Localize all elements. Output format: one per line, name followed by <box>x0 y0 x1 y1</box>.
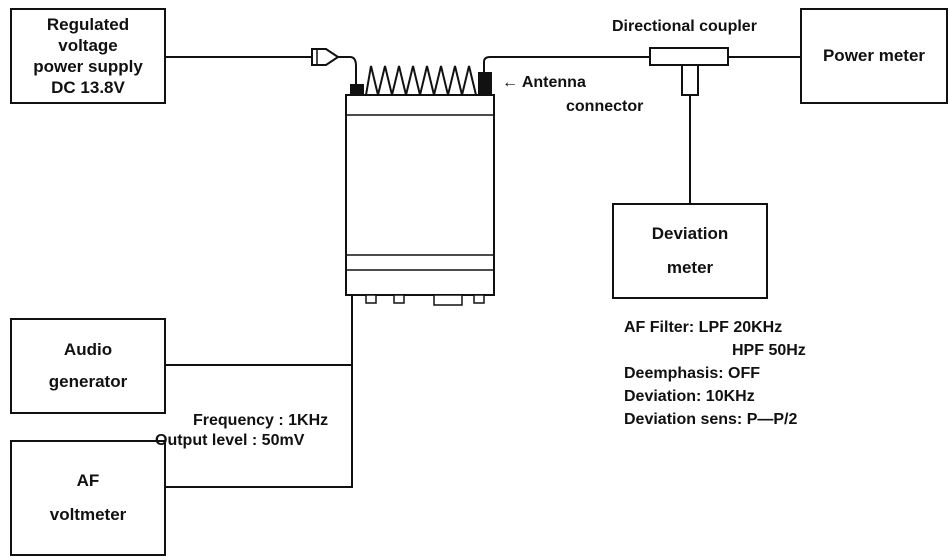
power-supply-label-4: DC 13.8V <box>51 78 125 98</box>
audio-generator-label-2: generator <box>48 372 128 391</box>
frequency-label: Frequency : 1KHz <box>193 412 329 429</box>
af-voltmeter-box: AF voltmeter <box>10 440 166 556</box>
audio-generator-box: Audio generator <box>10 318 166 414</box>
directional-coupler-icon <box>649 47 729 96</box>
dc-connector <box>350 84 364 96</box>
antenna-connector-block <box>478 72 492 96</box>
output-level-label: Output level : 50mV <box>155 432 305 449</box>
deviation-meter-label-1: Deviation <box>651 224 729 243</box>
antenna-cable <box>483 56 650 72</box>
front-knob-2 <box>393 294 405 304</box>
audio-generator-label-1: Audio <box>63 339 113 359</box>
front-display <box>433 294 463 306</box>
af-voltmeter-label-1: AF <box>76 471 100 490</box>
hpf-setting: HPF 50Hz <box>732 342 806 359</box>
directional-coupler-label: Directional coupler <box>612 18 757 35</box>
deviation-sens-setting: Deviation sens: P—P/2 <box>624 411 798 428</box>
power-supply-box: Regulated voltage power supply DC 13.8V <box>10 8 166 104</box>
antenna-connector-label-1: ← Antenna <box>502 74 586 91</box>
deviation-meter-label-2: meter <box>666 258 714 277</box>
antenna-connector-label-2: connector <box>566 98 644 115</box>
power-supply-label-2: voltage <box>58 35 118 55</box>
front-knob-3 <box>473 294 485 304</box>
power-meter-label: Power meter <box>822 46 926 66</box>
af-voltmeter-cable <box>164 365 353 488</box>
power-supply-label-3: power supply <box>33 57 143 76</box>
deviation-settings: AF Filter: LPF 20KHz HPF 50Hz Deemphasis… <box>624 316 806 431</box>
power-plug-icon <box>311 48 340 66</box>
af-voltmeter-label-2: voltmeter <box>49 505 127 524</box>
deviation-meter-box: Deviation meter <box>612 203 768 299</box>
transceiver <box>345 94 495 306</box>
front-knob-1 <box>365 294 377 304</box>
power-supply-label-1: Regulated <box>46 14 130 34</box>
deviation-setting: Deviation: 10KHz <box>624 388 755 405</box>
af-filter-setting: AF Filter: LPF 20KHz <box>624 319 783 336</box>
deemphasis-setting: Deemphasis: OFF <box>624 365 761 382</box>
audio-cable <box>164 295 353 366</box>
power-cable <box>164 56 357 90</box>
power-meter-box: Power meter <box>800 8 948 104</box>
heatsink <box>365 65 477 96</box>
